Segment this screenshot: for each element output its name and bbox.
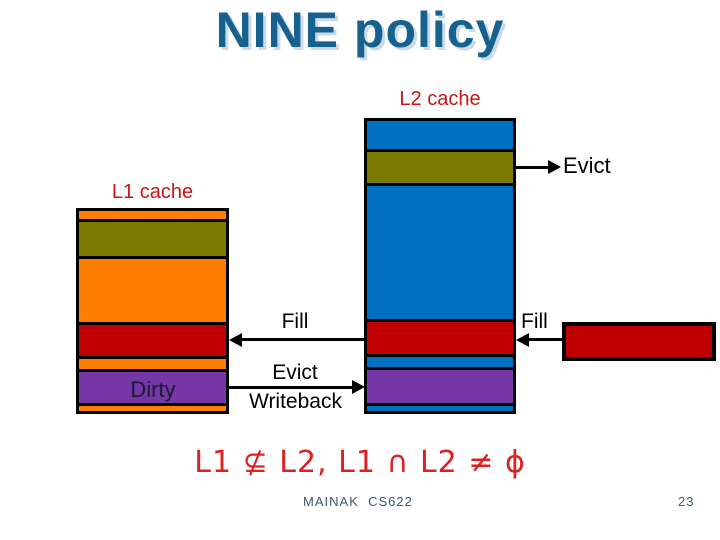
fill-l2-to-l1-arrowhead-icon	[229, 333, 242, 347]
fill-l2-to-l1-arrow-line	[240, 338, 364, 341]
dirty-label: Dirty	[130, 377, 176, 402]
cache-block-blue	[367, 186, 513, 319]
cache-block-orange	[79, 259, 226, 322]
cache-block-olive	[79, 222, 226, 256]
evict-writeback-label-line1: Evict	[272, 361, 318, 384]
cache-block-blue	[367, 357, 513, 367]
l1-cache-bar	[76, 208, 229, 414]
cache-block-orange	[79, 406, 226, 411]
evict-writeback-arrow-line	[229, 386, 353, 389]
evict-arrow-line	[516, 166, 550, 169]
cache-block-red	[367, 322, 513, 354]
cache-block-olive	[367, 152, 513, 183]
evict-arrowhead-icon	[548, 160, 561, 174]
l1-cache-label: L1 cache	[111, 181, 194, 203]
fill-into-l2-label: Fill	[521, 310, 548, 333]
fill-into-l2-arrow-line	[528, 338, 563, 341]
evict-writeback-arrowhead-icon	[352, 380, 365, 394]
cache-block-purple	[367, 370, 513, 403]
l2-cache-bar	[364, 118, 516, 414]
cache-block-orange	[79, 359, 226, 369]
cache-block-red	[79, 325, 226, 356]
formula-text: L1 ⊈ L2, L1 ∩ L2 ≠ ϕ	[194, 445, 526, 480]
slide-title: NINE policy	[215, 2, 505, 58]
incoming-cache-block	[562, 322, 716, 361]
cache-block-orange	[79, 211, 226, 219]
cache-block-purple	[79, 372, 226, 403]
page-number: 23	[678, 494, 695, 509]
evict-label: Evict	[563, 153, 611, 178]
fill-l2-to-l1-label: Fill	[281, 310, 309, 333]
fill-into-l2-arrowhead-icon	[516, 333, 529, 347]
cache-block-blue	[367, 121, 513, 149]
l2-cache-label: L2 cache	[399, 88, 481, 110]
evict-writeback-label-line2: Writeback	[249, 390, 342, 413]
cache-block-blue	[367, 406, 513, 411]
footer-course-label: MAINAK CS622	[303, 494, 413, 509]
